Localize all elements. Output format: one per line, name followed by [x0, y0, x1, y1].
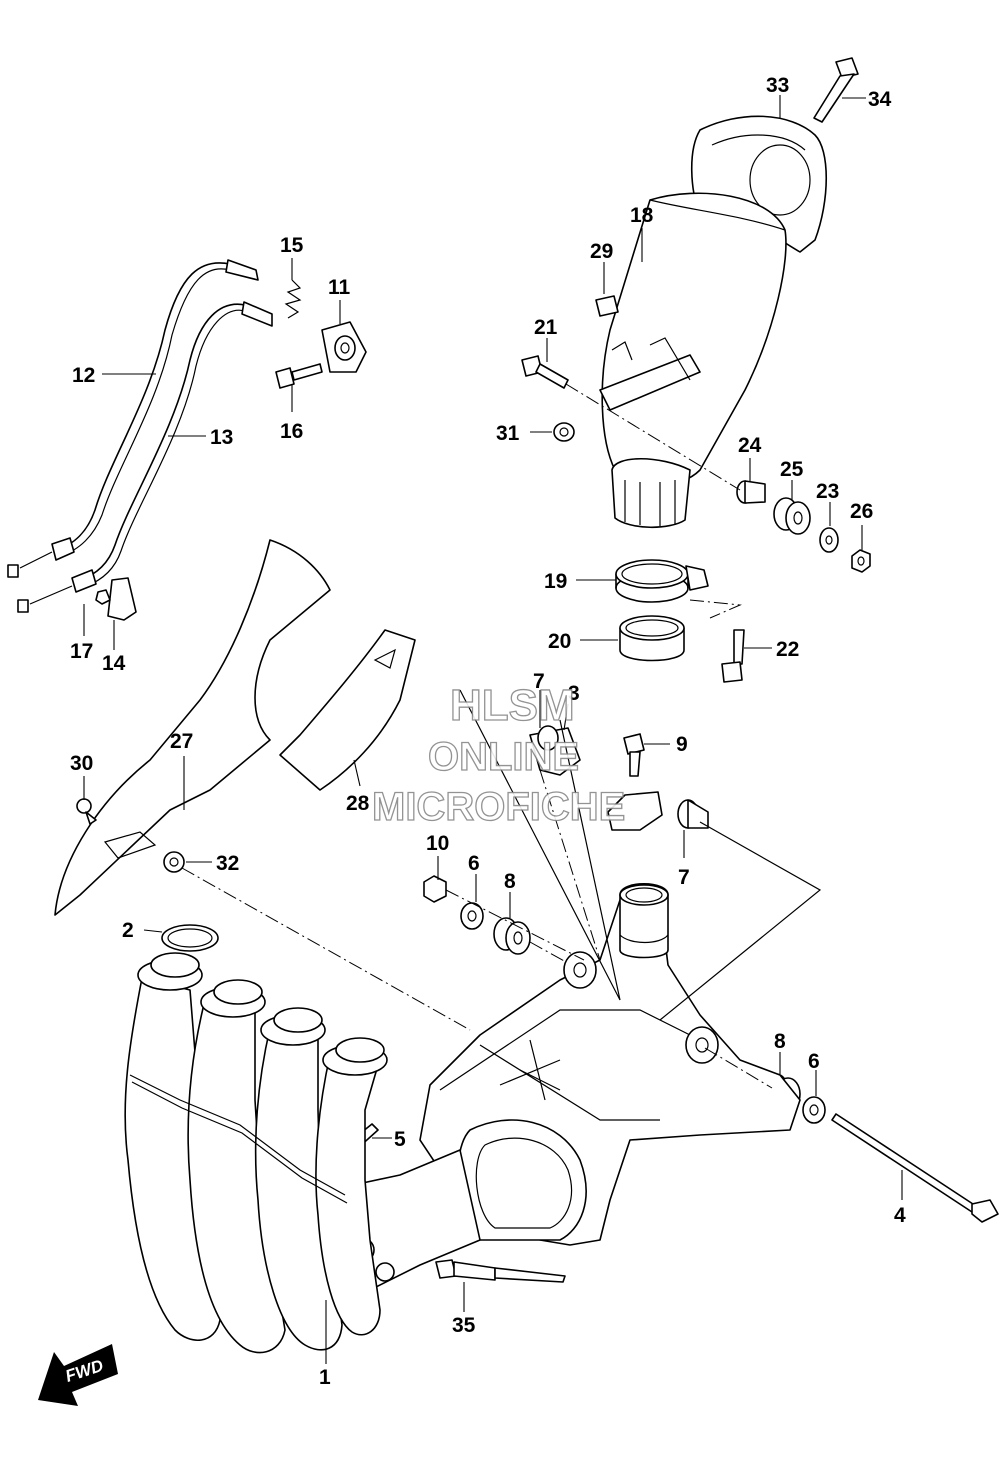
- callout-28[interactable]: 28: [346, 792, 370, 815]
- callout-27[interactable]: 27: [170, 730, 193, 753]
- nut-17-part[interactable]: [95, 589, 111, 605]
- callout-14[interactable]: 14: [102, 652, 126, 675]
- collar-24-part[interactable]: [736, 480, 766, 504]
- callout-17[interactable]: 17: [70, 640, 93, 663]
- nut-10-part[interactable]: [423, 875, 447, 903]
- callout-4[interactable]: 4: [894, 1204, 906, 1227]
- nut-26-part[interactable]: [851, 549, 871, 573]
- gasket-20-part[interactable]: [619, 615, 685, 662]
- callout-16[interactable]: 16: [280, 420, 303, 443]
- watermark-line2: ONLINE: [428, 735, 579, 779]
- bracket-14-part[interactable]: [107, 577, 137, 621]
- callout-10[interactable]: 10: [426, 832, 449, 855]
- grommet-30-part[interactable]: [76, 798, 97, 825]
- o2-sensor-35-part[interactable]: [435, 1259, 566, 1283]
- callout-33[interactable]: 33: [766, 74, 789, 97]
- callout-7a[interactable]: 7: [533, 670, 545, 693]
- callout-32[interactable]: 32: [216, 852, 239, 875]
- throttle-cable-12-part[interactable]: [7, 259, 259, 578]
- watermark: HLSM ONLINE MICROFICHE: [371, 680, 626, 829]
- callout-20[interactable]: 20: [548, 630, 571, 653]
- callout-8a[interactable]: 8: [504, 870, 516, 893]
- guide-line-4: [704, 1047, 773, 1089]
- cushion-25-part[interactable]: [773, 497, 811, 535]
- heat-shield-28-part[interactable]: [279, 629, 416, 791]
- bolt-4-part[interactable]: [831, 1113, 999, 1223]
- callout-24[interactable]: 24: [738, 434, 762, 457]
- bracket-3-part[interactable]: [529, 725, 581, 776]
- callout-11[interactable]: 11: [328, 276, 351, 299]
- fwd-arrow-icon: FWD: [38, 1344, 118, 1406]
- pad-part[interactable]: [595, 295, 619, 317]
- exhaust-pipe-assembly-part[interactable]: [124, 883, 801, 1354]
- callout-35[interactable]: 35: [452, 1314, 476, 1337]
- guide-line-10: [445, 889, 585, 961]
- callout-12[interactable]: 12: [72, 364, 95, 387]
- silencer-part[interactable]: [599, 192, 787, 529]
- guide-line-32: [181, 867, 471, 1031]
- spring-15-part[interactable]: [284, 279, 302, 319]
- callout-25[interactable]: 25: [780, 458, 804, 481]
- callout-13[interactable]: 13: [210, 426, 233, 449]
- callout-26[interactable]: 26: [850, 500, 873, 523]
- callout-34[interactable]: 34: [868, 88, 892, 111]
- callout-1[interactable]: 1: [319, 1366, 331, 1389]
- collar-32-part[interactable]: [163, 851, 185, 873]
- watermark-line3: MICROFICHE: [372, 785, 625, 829]
- leader-lines: [83, 95, 903, 1364]
- guide-line-21: [565, 383, 741, 491]
- guide-line-bracket: [539, 769, 601, 961]
- callout-9[interactable]: 9: [676, 733, 688, 756]
- watermark-line1: HLSM: [450, 681, 575, 730]
- hanger-bracket-part[interactable]: [607, 791, 663, 831]
- collar-7-part[interactable]: [677, 799, 709, 829]
- gasket-2-part[interactable]: [161, 924, 219, 952]
- callout-6b[interactable]: 6: [808, 1050, 820, 1073]
- callout-22[interactable]: 22: [776, 638, 799, 661]
- bolt-21-part[interactable]: [521, 355, 569, 389]
- nut-31-part[interactable]: [553, 422, 575, 442]
- bolt-16-part[interactable]: [275, 363, 323, 389]
- callout-23[interactable]: 23: [816, 480, 839, 503]
- holder-11-part[interactable]: [321, 321, 367, 373]
- heat-shield-27-part[interactable]: [54, 539, 331, 916]
- callout-19[interactable]: 19: [544, 570, 567, 593]
- clamp-19-part[interactable]: [615, 559, 709, 603]
- callout-31[interactable]: 31: [496, 422, 520, 445]
- throttle-cable-13-part[interactable]: [17, 301, 273, 613]
- callout-6a[interactable]: 6: [468, 852, 480, 875]
- callout-labels: 1 2 3 4 5 6 6 7 7 8 8 9 10 11 12 13 14 1…: [70, 74, 906, 1389]
- washer-6b-part[interactable]: [802, 1096, 826, 1124]
- callout-15[interactable]: 15: [280, 234, 304, 257]
- callout-18[interactable]: 18: [630, 204, 654, 227]
- bolt-9-part[interactable]: [623, 733, 645, 777]
- cushion-8a-part[interactable]: [493, 917, 531, 955]
- callout-5[interactable]: 5: [394, 1128, 406, 1151]
- callout-3[interactable]: 3: [568, 682, 580, 705]
- callout-29[interactable]: 29: [590, 240, 613, 263]
- callout-21[interactable]: 21: [534, 316, 558, 339]
- guide-line-8: [529, 941, 567, 963]
- callout-2[interactable]: 2: [122, 919, 134, 942]
- guide-line-hanger: [459, 689, 822, 1021]
- bolt-22-part[interactable]: [721, 629, 745, 683]
- callout-30[interactable]: 30: [70, 752, 93, 775]
- bolt-34-part[interactable]: [813, 57, 859, 123]
- washer-23-part[interactable]: [819, 527, 839, 553]
- callout-8b[interactable]: 8: [774, 1030, 786, 1053]
- callout-7b[interactable]: 7: [678, 866, 690, 889]
